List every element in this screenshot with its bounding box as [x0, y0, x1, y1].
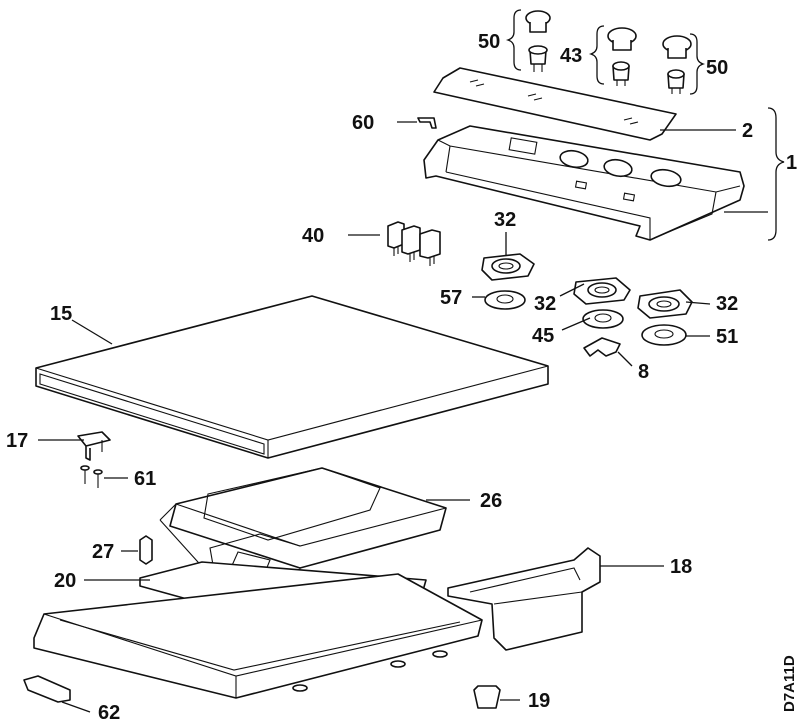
button-set-middle: [607, 27, 637, 86]
label-1: 1: [786, 152, 797, 174]
label-19: 19: [528, 690, 550, 712]
label-62: 62: [98, 702, 120, 724]
ring-45: [582, 309, 624, 329]
brace-50-right: [689, 33, 706, 95]
knob-holder-right: [637, 289, 693, 319]
label-61: 61: [134, 468, 156, 490]
top-lid: [35, 295, 549, 459]
button-set-left: [525, 10, 551, 72]
label-20: 20: [54, 570, 76, 592]
label-15: 15: [50, 303, 72, 325]
push-rivet: [139, 535, 153, 565]
button-set-right: [662, 35, 692, 94]
knob-holder-middle: [573, 277, 631, 305]
control-panel-housing: [423, 125, 745, 241]
screws: [80, 465, 103, 488]
label-17: 17: [6, 430, 28, 452]
label-50-left: 50: [478, 31, 500, 53]
foot-cap: [473, 685, 501, 709]
label-26: 26: [480, 490, 502, 512]
label-2: 2: [742, 120, 753, 142]
label-40: 40: [302, 225, 324, 247]
label-32-right: 32: [716, 293, 738, 315]
label-60: 60: [352, 112, 374, 134]
facia-panel: [433, 67, 677, 141]
label-32-middle: 32: [534, 293, 556, 315]
leader-lines: [38, 121, 768, 713]
water-channel: [447, 547, 601, 651]
base-plate: [33, 573, 483, 699]
label-32-upper: 32: [494, 209, 516, 231]
switch-block: [387, 221, 441, 266]
brace-50-left: [505, 9, 522, 71]
label-27: 27: [92, 541, 114, 563]
clip: [417, 117, 437, 129]
label-51: 51: [716, 326, 738, 348]
side-clip: [23, 675, 71, 703]
label-45: 45: [532, 325, 554, 347]
ring-51: [641, 324, 687, 346]
brace-43: [588, 25, 605, 85]
bracket-8: [583, 337, 621, 357]
label-43: 43: [560, 45, 582, 67]
knob-holder-upper: [481, 253, 535, 281]
hinge-bracket: [77, 431, 111, 461]
brace-1: [767, 107, 785, 241]
label-57: 57: [440, 287, 462, 309]
label-50-right: 50: [706, 57, 728, 79]
label-18: 18: [670, 556, 692, 578]
label-8: 8: [638, 361, 649, 383]
ring-57: [484, 290, 526, 310]
diagram-code: D7A11D: [781, 655, 798, 712]
